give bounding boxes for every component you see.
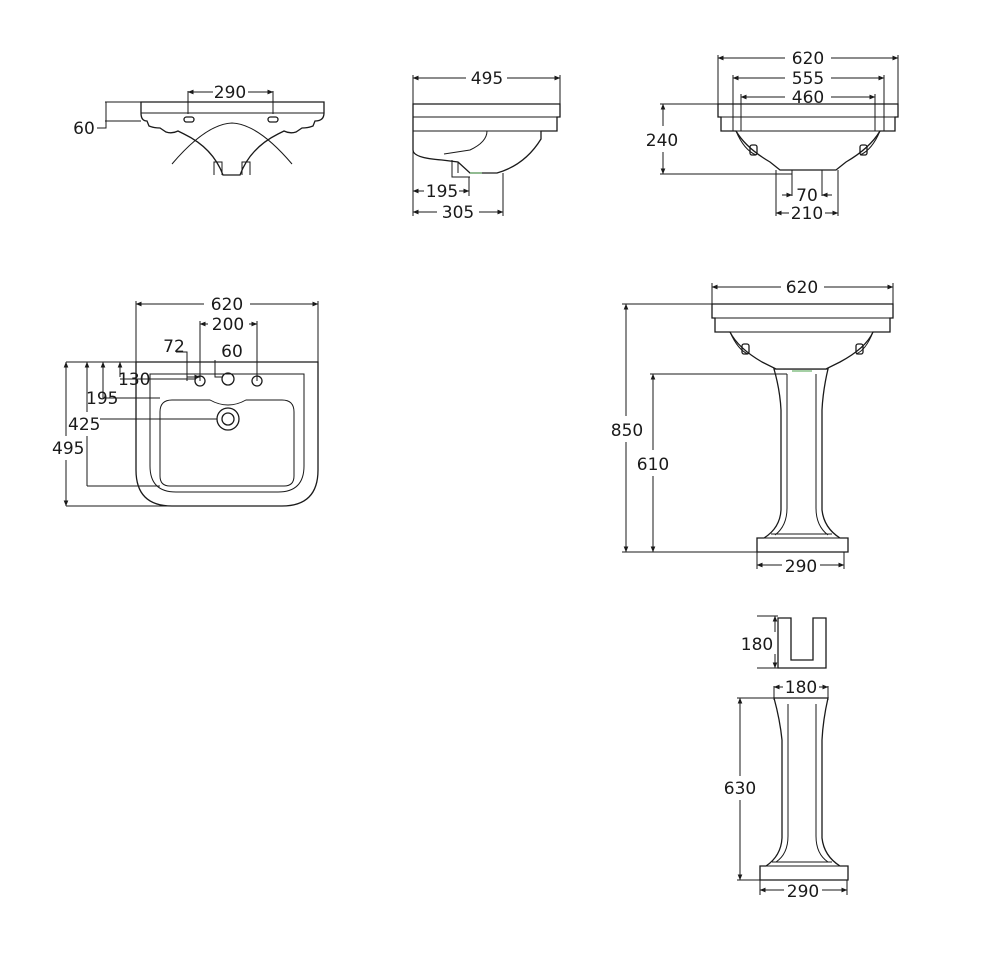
front-basin-outline <box>140 101 325 176</box>
front-tap-spacing-label: 290 <box>214 83 246 103</box>
plan-overall-depth-label: 495 <box>52 439 84 459</box>
trap-cover-outline <box>777 617 827 669</box>
rear-basin-outline <box>717 103 899 171</box>
assembly-pedestal-height-label: 610 <box>637 455 669 475</box>
plan-waste-depth-label: 195 <box>86 389 118 409</box>
side-view: 495 195 305 <box>412 69 561 223</box>
pedestal-base-width-label: 290 <box>787 882 819 902</box>
rear-height-label: 240 <box>646 131 678 151</box>
plan-centre-tap-label: 60 <box>221 342 243 362</box>
rear-overall-width-label: 620 <box>792 49 824 69</box>
pedestal-outline <box>759 697 849 881</box>
plan-view: 620 200 72 60 130 195 425 495 <box>52 295 319 507</box>
assembly-pedestal <box>756 368 849 553</box>
plan-outer-taps-label: 200 <box>212 315 244 335</box>
side-basin-outline <box>412 103 561 174</box>
pedestal-height-label: 630 <box>724 779 756 799</box>
plan-bowl-depth-label: 425 <box>68 415 100 435</box>
side-waste-offset-label: 195 <box>426 182 458 202</box>
front-rim-depth-label: 60 <box>73 119 95 139</box>
plan-tap-offset-label: 72 <box>163 337 185 357</box>
rear-fixing-width-label: 555 <box>792 69 824 89</box>
front-view: 290 60 <box>73 83 325 176</box>
assembly-total-height-label: 850 <box>611 421 643 441</box>
rear-pedestal-top-label: 210 <box>791 204 823 224</box>
trap-cover-width-label: 180 <box>785 678 817 698</box>
assembly-view: 620 850 610 290 <box>611 278 894 577</box>
assembly-base-width-label: 290 <box>785 557 817 577</box>
side-depth-label: 495 <box>471 69 503 89</box>
plan-overall-width-label: 620 <box>211 295 243 315</box>
trap-cover-height-label: 180 <box>741 635 773 655</box>
trap-cover-view: 180 180 <box>741 615 829 700</box>
assembly-width-label: 620 <box>786 278 818 298</box>
rear-inner-width-label: 460 <box>792 88 824 108</box>
pedestal-view: 630 290 <box>724 697 849 902</box>
assembly-basin <box>711 303 894 370</box>
rear-view: 620 555 460 240 70 210 <box>646 49 899 224</box>
rear-waste-width-label: 70 <box>796 186 818 206</box>
plan-tap-depth-label: 130 <box>118 370 150 390</box>
side-wall-to-waste-label: 305 <box>442 203 474 223</box>
